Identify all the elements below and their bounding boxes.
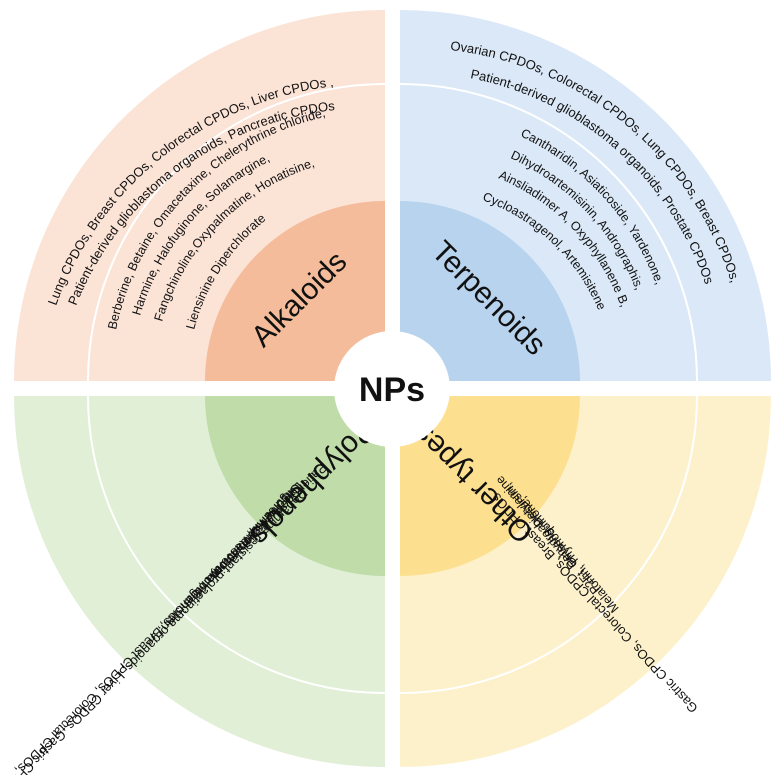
alkaloids-ring-divider [87, 83, 386, 382]
center-circle [334, 331, 450, 447]
other-types-inner-sector [400, 396, 580, 576]
quadrant-alkaloids: Lung CPDOs, Breast CPDOs, Colorectal CPD… [14, 10, 386, 382]
quadrant-other-types: Gastric CPDOs, Colorectal CPDOs, Breast … [399, 395, 771, 767]
quadrant-polyphenols: Dopamine-resistant prolactinoma organoid… [0, 395, 386, 775]
terpenoids-ring-divider [399, 83, 698, 382]
polyphenols-inner-sector [205, 396, 385, 576]
other-types-ring-divider [399, 395, 698, 694]
polyphenols-ring-divider [87, 395, 386, 694]
alkaloids-inner-sector [205, 201, 385, 381]
quadrant-terpenoids: Ovarian CPDOs, Colorectal CPDOs, Lung CP… [399, 10, 771, 382]
center-label: NPs [359, 371, 425, 409]
terpenoids-inner-sector [400, 201, 580, 381]
center-hub: NPs [334, 331, 450, 447]
